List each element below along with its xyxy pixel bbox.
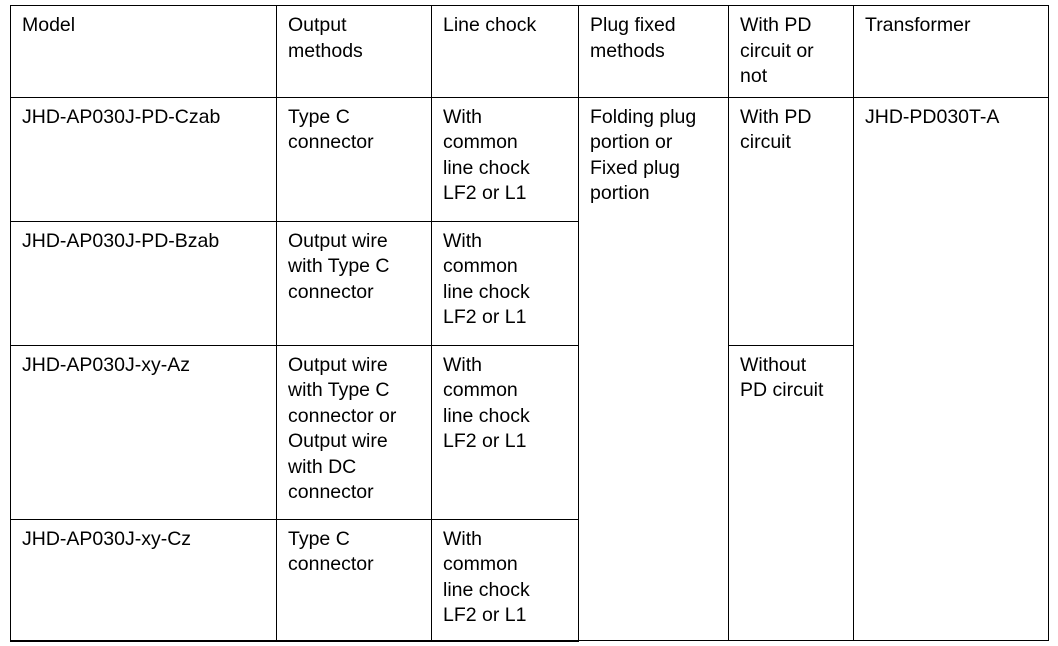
column-header-line-chock-label: Line chock — [443, 14, 537, 36]
cell-line-chock: With common line chock LF2 or L1 — [431, 96, 579, 222]
cell-output-methods: Output wire with Type C connector or Out… — [276, 344, 432, 520]
cell-line-chock: With common line chock LF2 or L1 — [431, 344, 579, 520]
column-header-with-pd-circuit-or-not: With PD circuit or not — [728, 5, 854, 98]
cell-line-chock-value: With common line chock LF2 or L1 — [443, 229, 530, 329]
cell-output-methods-value: Type C connector — [288, 527, 374, 576]
cell-model-value: JHD-AP030J-xy-Cz — [22, 527, 192, 550]
column-header-output-methods-label: Output methods — [288, 14, 363, 62]
cell-model-value: JHD-AP030J-xy-Az — [22, 353, 190, 376]
cell-line-chock-value: With common line chock LF2 or L1 — [443, 105, 530, 205]
table-header-row: Model Output methods Line chock Plug fix… — [10, 5, 1049, 98]
cell-model: JHD-AP030J-xy-Cz — [10, 518, 277, 642]
cell-output-methods-value: Type C connector — [288, 105, 374, 154]
cell-model-value: JHD-AP030J-PD-Bzab — [22, 229, 220, 252]
column-header-transformer: Transformer — [853, 5, 1049, 98]
cell-plug-fixed-methods-merged: Folding plug portion or Fixed plug porti… — [578, 96, 729, 641]
cell-output-methods: Type C connector — [276, 518, 432, 642]
table-row: JHD-AP030J-PD-Czab Type C connector With… — [10, 96, 1049, 641]
column-header-with-pd-circuit-or-not-label: With PD circuit or not — [740, 14, 814, 87]
table-row: JHD-AP030J-xy-Az Output wire with Type C… — [10, 344, 1049, 641]
cell-line-chock-value: With common line chock LF2 or L1 — [443, 527, 530, 627]
cell-pd-circuit-merged-bottom: Without PD circuit — [728, 344, 854, 641]
table-row: JHD-AP030J-PD-Bzab Output wire with Type… — [10, 220, 1049, 346]
cell-output-methods: Output wire with Type C connector — [276, 220, 432, 346]
cell-output-methods-value: Output wire with Type C connector or Out… — [288, 353, 397, 504]
cell-model-value: JHD-AP030J-PD-Czab — [22, 105, 221, 128]
column-header-model-label: Model — [22, 14, 76, 36]
column-header-line-chock: Line chock — [431, 5, 579, 98]
column-header-model: Model — [10, 5, 277, 98]
cell-line-chock: With common line chock LF2 or L1 — [431, 518, 579, 642]
cell-plug-fixed-methods-value: Folding plug portion or Fixed plug porti… — [590, 105, 697, 205]
column-header-plug-fixed-methods-label: Plug fixed methods — [590, 14, 676, 62]
column-header-plug-fixed-methods: Plug fixed methods — [578, 5, 729, 98]
cell-pd-circuit-merged-top: With PD circuit — [728, 96, 854, 346]
cell-model: JHD-AP030J-xy-Az — [10, 344, 277, 520]
cell-line-chock-value: With common line chock LF2 or L1 — [443, 353, 530, 453]
cell-pd-circuit-top-value: With PD circuit — [740, 105, 812, 154]
column-header-transformer-label: Transformer — [865, 14, 971, 36]
cell-transformer-value: JHD-PD030T-A — [865, 105, 1000, 128]
cell-output-methods: Type C connector — [276, 96, 432, 222]
table-row: JHD-AP030J-xy-Cz Type C connector With c… — [10, 518, 1049, 642]
cell-output-methods-value: Output wire with Type C connector — [288, 229, 390, 303]
cell-model: JHD-AP030J-PD-Bzab — [10, 220, 277, 346]
product-model-specification-table: Model Output methods Line chock Plug fix… — [10, 5, 1049, 642]
cell-line-chock: With common line chock LF2 or L1 — [431, 220, 579, 346]
cell-model: JHD-AP030J-PD-Czab — [10, 96, 277, 222]
cell-transformer-merged: JHD-PD030T-A — [853, 96, 1049, 641]
column-header-output-methods: Output methods — [276, 5, 432, 98]
cell-pd-circuit-bottom-value: Without PD circuit — [740, 353, 824, 402]
